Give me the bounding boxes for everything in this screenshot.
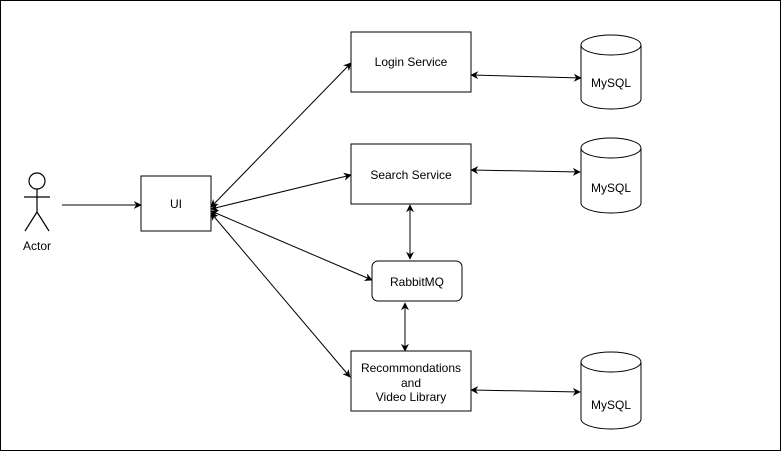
mysql-search-label: MySQL: [591, 181, 631, 195]
login-service-label: Login Service: [375, 55, 448, 69]
ui-node: UI: [140, 175, 212, 232]
edge-login-mysql: [470, 71, 582, 82]
rabbitmq-node: RabbitMQ: [371, 260, 463, 302]
recommendations-label-line2: and: [401, 376, 421, 390]
mysql-recommend-db: MySQL: [580, 351, 642, 430]
edge-ui-search: [210, 172, 352, 212]
recommendations-label-line3: Video Library: [376, 390, 447, 404]
edge-ui-login: [210, 62, 352, 208]
login-service-node: Login Service: [350, 31, 472, 93]
recommendations-label-line1: Recommondations: [361, 361, 461, 375]
ui-label: UI: [170, 197, 182, 211]
rabbitmq-label: RabbitMQ: [390, 275, 444, 289]
edge-ui-recommend: [210, 212, 351, 378]
edge-search-mysql: [470, 166, 581, 176]
recommendations-node: Recommondations and Video Library: [350, 350, 472, 412]
mysql-login-db: MySQL: [580, 34, 642, 110]
edge-ui-rabbitmq: [210, 210, 373, 281]
actor-label: Actor: [23, 239, 51, 253]
mysql-recommend-label: MySQL: [591, 398, 631, 412]
mysql-login-label: MySQL: [591, 76, 631, 90]
search-service-node: Search Service: [350, 143, 472, 205]
mysql-search-db: MySQL: [580, 137, 642, 214]
actor-figure: [24, 172, 50, 232]
edge-recommend-mysql: [470, 386, 581, 396]
search-service-label: Search Service: [370, 168, 452, 182]
